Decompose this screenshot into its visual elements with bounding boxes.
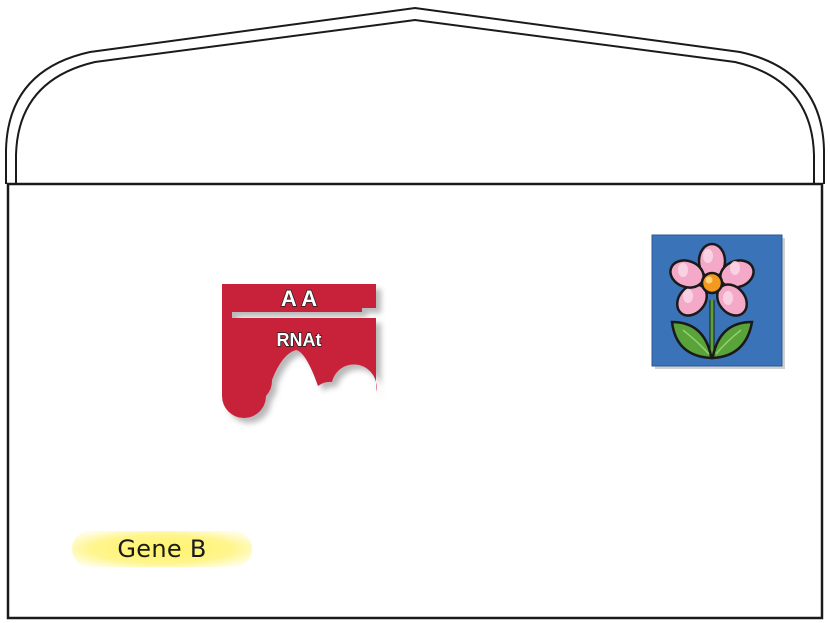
trna-shape xyxy=(222,284,377,418)
trna-icon: A A RNAt xyxy=(222,284,377,418)
cell-dome xyxy=(5,6,825,184)
flower-icon xyxy=(651,234,785,369)
trna-anticodon: A A xyxy=(281,286,317,311)
trna-label: RNAt xyxy=(277,330,322,350)
gene-label: Gene B xyxy=(72,531,252,567)
